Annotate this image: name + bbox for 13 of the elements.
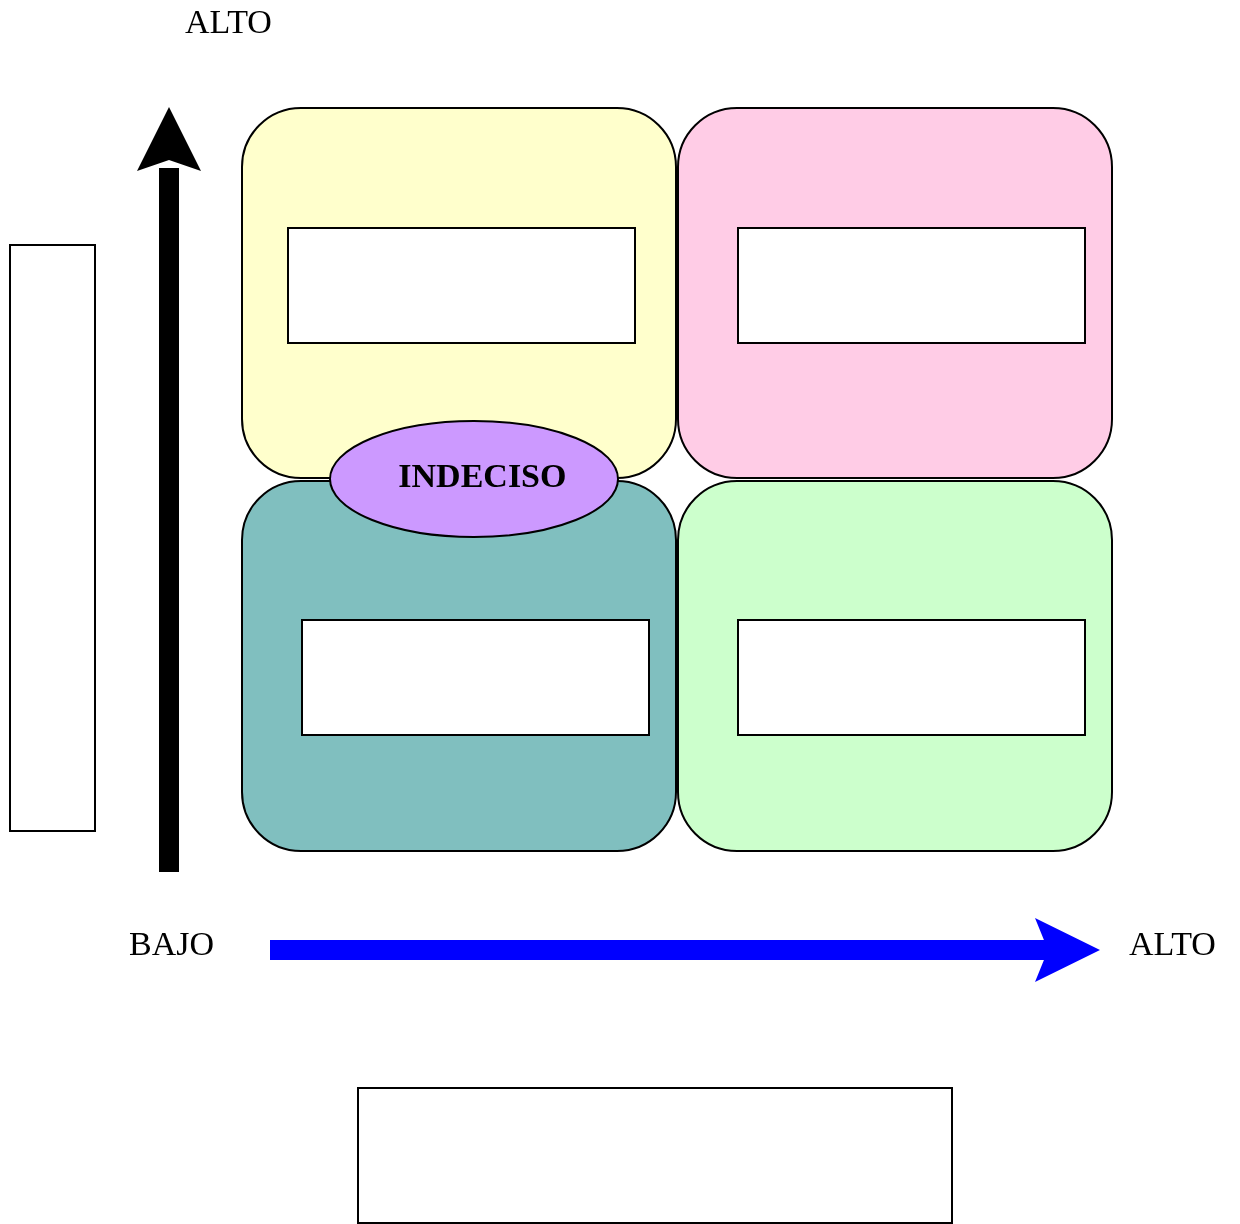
axis-label: BAJO bbox=[129, 927, 215, 961]
empty-box bbox=[301, 619, 650, 736]
ellipse-node bbox=[329, 420, 619, 538]
quadrant-box bbox=[677, 480, 1113, 852]
axis-label: ALTO bbox=[185, 5, 272, 39]
empty-box bbox=[737, 619, 1086, 736]
empty-box bbox=[357, 1087, 953, 1224]
empty-box bbox=[737, 227, 1086, 344]
node-label: INDECISO bbox=[398, 456, 567, 495]
empty-box bbox=[287, 227, 636, 344]
empty-box bbox=[9, 244, 96, 832]
quadrant-box bbox=[677, 107, 1113, 479]
axis-label: ALTO bbox=[1129, 927, 1216, 961]
